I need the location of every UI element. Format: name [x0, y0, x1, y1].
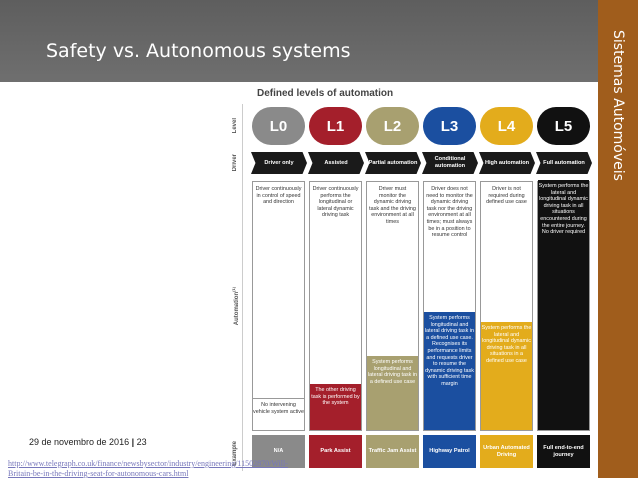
driver-responsibility-text: Driver must monitor the dynamic driving … [369, 186, 416, 225]
automation-cell-l4: Driver is not required during defined us… [480, 181, 533, 431]
system-responsibility-box: The other driving task is performed by t… [310, 384, 361, 430]
automation-cell-l0: Driver continuously in control of speed … [252, 181, 305, 431]
system-responsibility-box: System performs the lateral and longitud… [481, 322, 532, 430]
sidebar-label: Sistemas Automóveis [598, 0, 638, 205]
automation-cell-l5: System performs the lateral and longitud… [537, 180, 590, 431]
example-cell-l0: N/A [252, 435, 305, 468]
level-badge-l2: L2 [366, 107, 419, 145]
row-label-driver: Driver [232, 154, 238, 172]
slide-title: Safety vs. Autonomous systems [46, 40, 351, 62]
automation-levels-figure: Defined levels of automation Level Drive… [228, 84, 592, 476]
level-badge-l3: L3 [423, 107, 476, 145]
system-responsibility-box: System performs longitudinal and lateral… [367, 356, 418, 430]
driver-responsibility-text: Driver continuously in control of speed … [255, 186, 302, 206]
automation-cell-l1: Driver continuously performs the longitu… [309, 181, 362, 431]
driver-chevron-l4: High automation [479, 152, 535, 174]
driver-responsibility-text: Driver is not required during defined us… [486, 186, 527, 206]
example-cell-l1: Park Assist [309, 435, 362, 468]
source-link[interactable]: http://www.telegraph.co.uk/finance/newsb… [8, 459, 288, 478]
system-responsibility-box: System performs the lateral and longitud… [538, 180, 589, 430]
driver-chevron-l3: Conditional automation [422, 152, 478, 174]
driver-chevron-l1: Assisted [308, 152, 364, 174]
example-cell-l4: Urban Automated Driving [480, 435, 533, 468]
row-label-automation: Automation(1) [230, 286, 240, 326]
level-badge-l0: L0 [252, 107, 305, 145]
level-badge-l4: L4 [480, 107, 533, 145]
footer-separator: | [131, 437, 135, 447]
sidebar [598, 0, 638, 478]
driver-chevron-l0: Driver only [251, 152, 307, 174]
level-badge-l1: L1 [309, 107, 362, 145]
level-badge-l5: L5 [537, 107, 590, 145]
page-number: 23 [136, 437, 147, 447]
footer-date: 29 de novembro de 2016 | 23 [29, 437, 147, 447]
row-label-level: Level [232, 118, 238, 134]
automation-cell-l2: Driver must monitor the dynamic driving … [366, 181, 419, 431]
date-text: 29 de novembro de 2016 [29, 437, 130, 447]
automation-cell-l3: Driver does not need to monitor the dyna… [423, 181, 476, 431]
example-cell-l3: Highway Patrol [423, 435, 476, 468]
system-responsibility-box: System performs longitudinal and lateral… [424, 312, 475, 430]
example-cell-l5: Full end-to-end journey [537, 435, 590, 468]
driver-chevron-l2: Partial automation [365, 152, 421, 174]
driver-chevron-l5: Full automation [536, 152, 592, 174]
title-bar: Safety vs. Autonomous systems [0, 0, 598, 82]
driver-responsibility-text: Driver continuously performs the longitu… [312, 186, 359, 219]
system-responsibility-box: No intervening vehicle system active [253, 398, 304, 430]
driver-responsibility-text: Driver does not need to monitor the dyna… [426, 186, 473, 239]
row-label-divider [242, 104, 243, 471]
sidebar-text: Sistemas Automóveis [610, 30, 626, 181]
example-cell-l2: Traffic Jam Assist [366, 435, 419, 468]
figure-title: Defined levels of automation [257, 88, 394, 99]
